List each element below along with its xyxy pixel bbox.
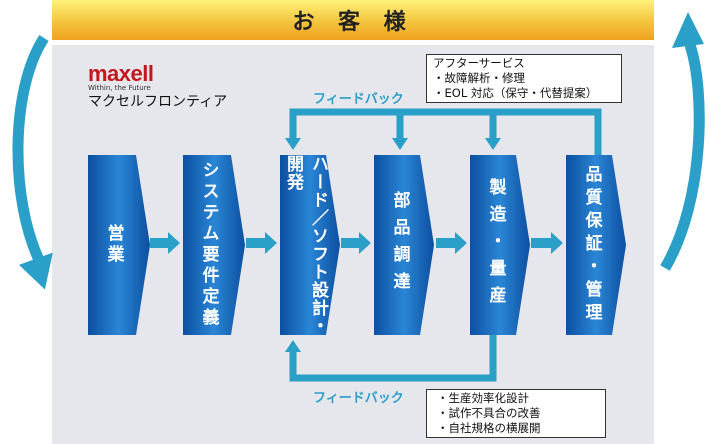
step-label: 部品調達 (389, 191, 410, 299)
step-label: 営業 (103, 224, 124, 266)
step-label: ハード／ソフト設計・開発 (283, 155, 328, 335)
note-line: ・生産効率化設計 (437, 391, 529, 405)
left-return-arrow (12, 34, 49, 265)
feedback-top-arrowheads (285, 138, 501, 150)
customer-label: お 客 様 (292, 10, 414, 35)
step-quality-assurance: 品質保証・管理 (566, 155, 624, 335)
feedback-bottom-label: フィードバック (313, 391, 404, 406)
note-line: ・試作不具合の改善 (437, 406, 541, 420)
feedback-bottom-loop (289, 335, 497, 382)
logo-brand: maxell (88, 61, 154, 86)
step-procurement: 部品調達 (374, 155, 432, 335)
note-line: ・自社規格の横展開 (437, 421, 541, 435)
step-shapes (88, 155, 626, 335)
company-name: マクセルフロンティア (88, 94, 228, 110)
feedback-bottom-arrowhead (285, 340, 301, 352)
note-line: アフターサービス (433, 56, 525, 70)
step-label: 製造・量産 (485, 177, 506, 313)
right-return-arrow (660, 43, 705, 271)
after-service-note: アフターサービス ・故障解析・修理 ・EOL 対応（保守・代替提案） (426, 54, 622, 103)
feedback-top-label: フィードバック (313, 92, 404, 107)
right-return-arrowhead (672, 12, 704, 48)
step-system-requirements: システム要件定義 (183, 155, 241, 335)
note-line: ・EOL 対応（保守・代替提案） (433, 86, 598, 100)
step-label: 品質保証・管理 (581, 164, 602, 326)
step-sales: 営業 (88, 155, 146, 335)
maxell-logo: maxell Within, the Future マクセルフロンティア (88, 61, 228, 111)
flow-arrows (150, 232, 563, 254)
left-return-arrowhead (18, 252, 53, 290)
improvements-note: ・生産効率化設計 ・試作不具合の改善 ・自社規格の横展開 (426, 389, 606, 438)
customer-banner: お 客 様 (52, 0, 654, 40)
step-label: システム要件定義 (198, 161, 219, 329)
note-line: ・故障解析・修理 (433, 71, 525, 85)
logo-tagline: Within, the Future (88, 84, 151, 92)
step-design-development: ハード／ソフト設計・開発 (280, 155, 338, 335)
step-manufacturing: 製造・量産 (470, 155, 528, 335)
feedback-top-loop (289, 108, 602, 155)
